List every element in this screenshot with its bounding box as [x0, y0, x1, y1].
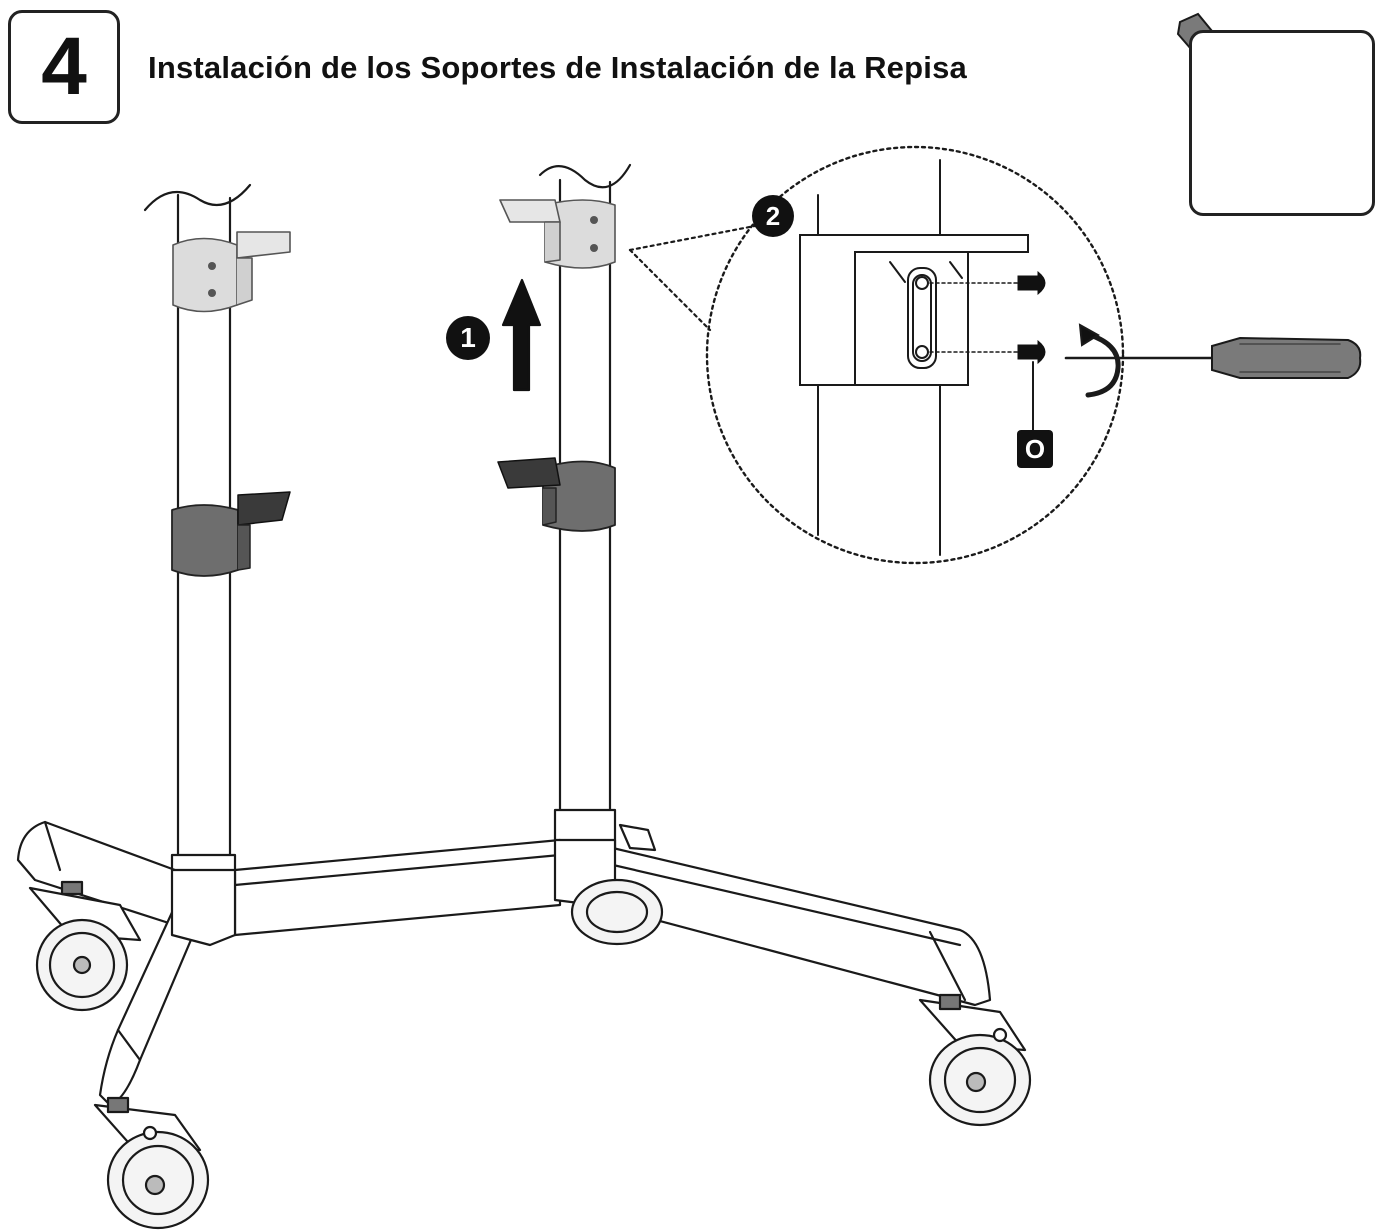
page-title: Instalación de los Soportes de Instalaci… — [148, 50, 967, 85]
screwdriver-icon — [1064, 336, 1362, 379]
caster-left-rear — [28, 880, 142, 1012]
callout-step-2: 2 — [752, 195, 794, 237]
left-lower-bracket — [171, 491, 291, 577]
bracket-detail — [799, 234, 1029, 386]
right-upper-bracket — [499, 199, 616, 269]
screw-part-label: O — [1017, 430, 1053, 468]
step-number: 4 — [41, 21, 87, 112]
cart-base — [16, 820, 992, 1107]
caster-left-front — [93, 1096, 210, 1230]
rotate-arrow-icon — [1078, 323, 1121, 398]
right-lower-bracket — [497, 457, 616, 532]
right-pole — [497, 163, 632, 852]
left-pole — [143, 183, 291, 897]
callout-step-1: 1 — [446, 316, 490, 360]
caster-right — [918, 993, 1032, 1127]
step-number-box: 4 — [8, 10, 120, 124]
screw-icon — [1017, 270, 1046, 365]
required-tool-box — [1189, 30, 1375, 216]
detail-zoom — [628, 145, 1362, 565]
up-arrow — [501, 278, 542, 392]
caster-center — [570, 823, 664, 946]
left-upper-bracket — [172, 231, 291, 313]
